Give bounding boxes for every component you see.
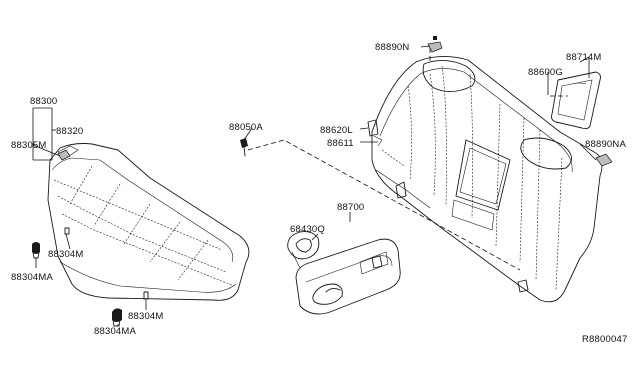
trim-panel-88714m [551, 71, 601, 130]
label-88304m-top: 88304M [48, 249, 84, 260]
clip-88305m [57, 149, 71, 161]
clip-88304m-top [64, 227, 70, 235]
dashed-leaders [247, 48, 568, 271]
clip-88304ma-top [32, 242, 40, 259]
cup-holder-68430q [287, 231, 320, 269]
label-88050a: 88050A [229, 122, 263, 133]
label-88304ma-bottom: 88304MA [94, 326, 137, 337]
leader-68430q [311, 233, 319, 241]
clip-88304ma-bottom [112, 308, 122, 327]
leader-88300-group [32, 107, 61, 161]
label-68430q: 68430Q [290, 224, 325, 235]
label-88304ma-top: 88304MA [11, 272, 54, 283]
seat-cushion-88300 [47, 143, 250, 301]
diagram-reference-code: R8800047 [582, 334, 627, 345]
label-88320: 88320 [56, 126, 83, 137]
label-88600g: 88600G [528, 67, 563, 78]
leaders-right [35, 45, 597, 326]
armrest-88700 [295, 238, 401, 315]
seat-back-88600g [371, 56, 603, 303]
label-88300: 88300 [30, 96, 57, 107]
label-88700: 88700 [337, 202, 364, 213]
label-88304m-bottom: 88304M [128, 311, 164, 322]
label-88890na: 88890NA [585, 139, 626, 150]
bracket-88620l [367, 119, 383, 147]
clip-88890na [595, 153, 613, 167]
clip-88890n [427, 36, 443, 53]
label-88890n: 88890N [375, 42, 409, 53]
label-88305m: 88305M [11, 140, 47, 151]
bolt-88050a [240, 138, 248, 157]
label-88611: 88611 [327, 138, 354, 149]
label-88714m: 88714M [566, 52, 602, 63]
clip-88304m-bottom [143, 291, 149, 300]
label-88620l: 88620L [320, 125, 353, 136]
